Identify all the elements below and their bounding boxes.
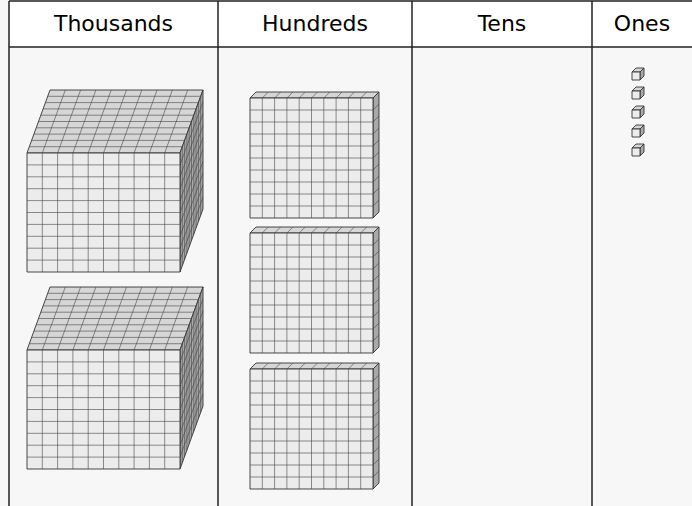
one-cube-front: [632, 110, 640, 118]
one-cube-side: [640, 144, 644, 156]
thousand-cube-front: [27, 350, 180, 469]
one-cube-side: [640, 125, 644, 137]
header-row: [9, 1, 692, 47]
column-header: Thousands: [9, 6, 218, 42]
thousand-cube-side-grid: [180, 96, 203, 265]
one-cube-front: [632, 91, 640, 99]
hundred-flat-front: [250, 369, 373, 489]
hundred-flat-front: [250, 233, 373, 353]
hundred-flat-side-grid: [373, 239, 379, 341]
hundred-flat-side-grid: [373, 104, 379, 206]
column-header: Hundreds: [218, 6, 412, 42]
hundred-flat-side: [373, 92, 379, 218]
thousand-cube-top-grid: [29, 287, 200, 350]
base-ten-blocks: [27, 68, 644, 489]
thousand-cube-front-grid: [27, 350, 180, 469]
hundred-flat-side: [373, 363, 379, 489]
thousand-cube-top: [27, 90, 203, 153]
hundred-flat-top: [250, 92, 379, 98]
hundred-flat-side-grid: [373, 375, 379, 477]
hundred-flat-front-grid: [250, 233, 373, 353]
one-cube-front: [632, 72, 640, 80]
one-cube-front: [632, 129, 640, 137]
one-cube-side: [640, 68, 644, 80]
hundred-flat-top-grid: [262, 363, 366, 369]
one-cube-front: [632, 148, 640, 156]
thousand-cube-front: [27, 153, 180, 272]
column-header: Tens: [412, 6, 592, 42]
hundred-flat-top-grid: [262, 227, 366, 233]
table-grid: [9, 1, 692, 506]
hundred-flat-top: [250, 227, 379, 233]
thousand-cube-front-grid: [27, 153, 180, 272]
one-cube-side: [640, 87, 644, 99]
hundred-flat-front: [250, 98, 373, 218]
hundred-flat-top-grid: [262, 92, 366, 98]
hundred-flat-front-grid: [250, 98, 373, 218]
thousand-cube-side-grid: [180, 293, 203, 462]
hundred-flat-side: [373, 227, 379, 353]
one-cube-side: [640, 106, 644, 118]
hundred-flat-front-grid: [250, 369, 373, 489]
thousand-cube-side: [180, 90, 203, 272]
column-header: Ones: [592, 6, 692, 42]
thousand-cube-top-grid: [29, 90, 200, 153]
hundred-flat-top: [250, 363, 379, 369]
thousand-cube-side: [180, 287, 203, 469]
thousand-cube-top: [27, 287, 203, 350]
